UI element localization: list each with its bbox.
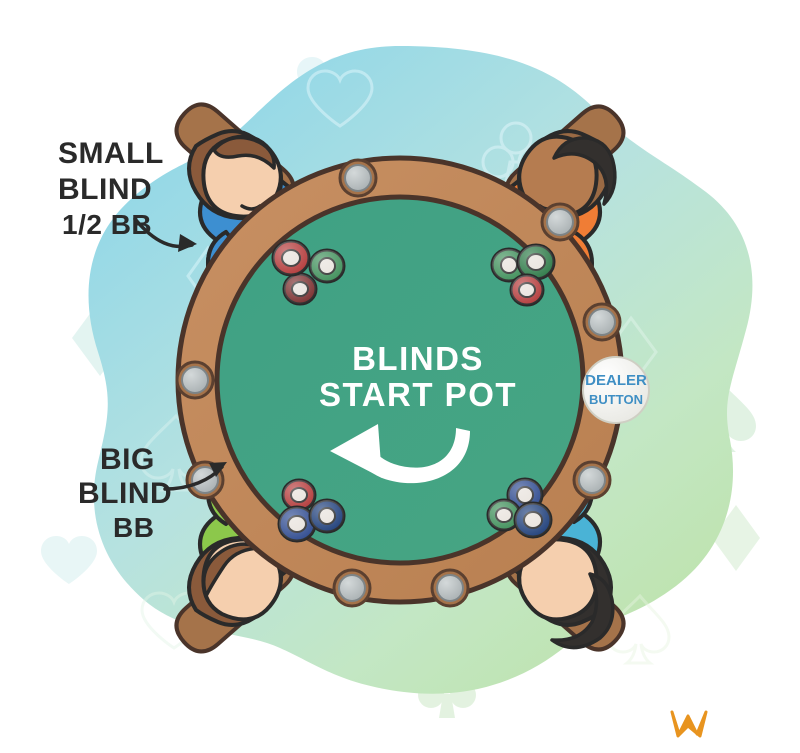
chip-stack	[513, 501, 553, 539]
w-logo	[670, 710, 708, 738]
chip-stack	[308, 248, 346, 284]
cup-holder	[338, 158, 378, 198]
cup-holder	[582, 302, 622, 342]
chip-stack	[308, 498, 346, 534]
hair-front-tl	[212, 135, 276, 170]
big-blind-line1: BIG	[100, 443, 155, 476]
cup-holders	[175, 158, 622, 608]
center-text-line1: BLINDS	[352, 340, 484, 377]
center-text-line2: START POT	[319, 376, 517, 413]
cup-holder	[430, 568, 470, 608]
rotation-arrow-icon	[330, 424, 470, 484]
big-blind-label: BIG BLIND BB	[78, 443, 172, 543]
cup-holder	[332, 568, 372, 608]
dealer-button-line2: BUTTON	[589, 392, 643, 407]
small-blind-pointer-icon	[133, 217, 197, 252]
heart-outline-top	[306, 69, 374, 128]
dealer-button-line1: DEALER	[585, 372, 647, 389]
big-blind-line2: BLIND	[78, 477, 172, 510]
dealer-button[interactable]: DEALER BUTTON	[582, 356, 650, 424]
chips-bottom-right	[486, 477, 553, 539]
small-blind-line3: 1/2 BB	[62, 209, 152, 240]
chip-stack	[516, 243, 556, 281]
hair-front-br	[550, 572, 615, 650]
cup-holder	[540, 202, 580, 242]
small-blind-line2: BLIND	[58, 173, 152, 206]
cup-holder	[572, 460, 612, 500]
chips-top-right	[490, 243, 556, 307]
chips-bottom-left	[277, 478, 346, 543]
chip-stack	[281, 478, 317, 512]
chip-stack	[509, 273, 545, 307]
big-blind-line3: BB	[113, 512, 154, 543]
heart-watermark-bottomleft	[41, 536, 97, 584]
cup-holder	[175, 360, 215, 400]
dealer-button-disc	[582, 356, 650, 424]
chip-stack	[282, 272, 318, 306]
big-blind-pointer-icon	[163, 462, 227, 491]
chip-stack	[486, 498, 522, 532]
small-blind-label: SMALL BLIND 1/2 BB	[58, 137, 164, 240]
chips-top-left	[271, 239, 346, 306]
hair-front-tr	[552, 136, 617, 206]
small-blind-line1: SMALL	[58, 137, 164, 170]
chip-stack	[271, 239, 311, 277]
